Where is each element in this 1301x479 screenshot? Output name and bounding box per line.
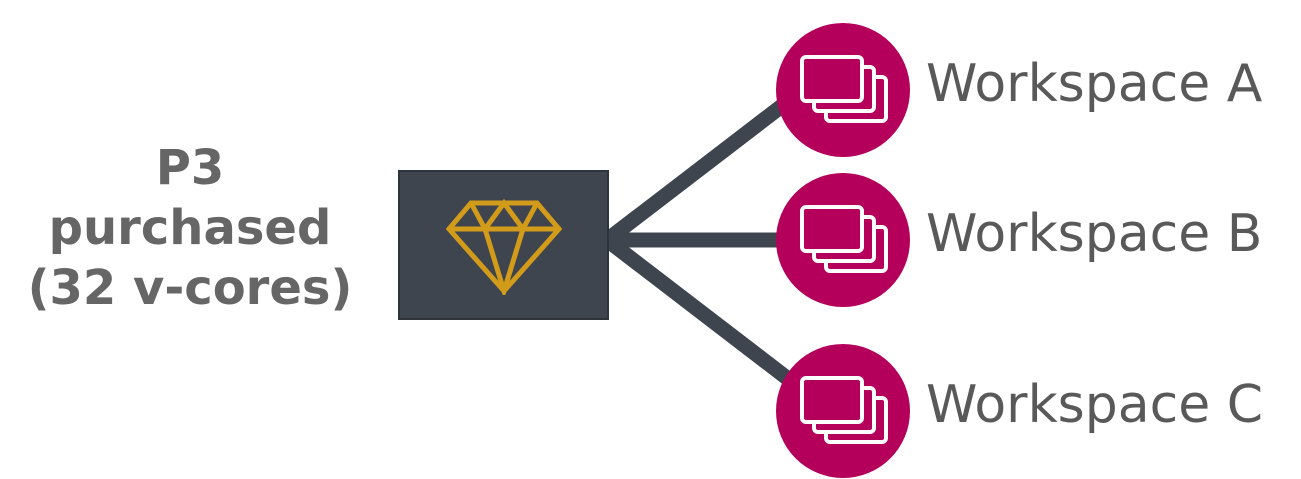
- connector-to-workspace-a: [602, 86, 805, 246]
- workspace-a: Workspace A: [776, 23, 1296, 157]
- workspace-b-label: Workspace B: [926, 204, 1263, 264]
- workspace-a-circle: [776, 23, 910, 157]
- workspace-c: Workspace C: [776, 344, 1296, 478]
- capacity-label-line2: purchased: [48, 200, 332, 256]
- workspace-a-label: Workspace A: [926, 54, 1263, 114]
- workspace-b-circle: [776, 173, 910, 307]
- capacity-label-line3: (32 v-cores): [27, 260, 353, 316]
- workspace-c-circle: [776, 344, 910, 478]
- diamond-icon: [445, 199, 563, 295]
- capacity-label: P3 purchased (32 v-cores): [0, 138, 380, 318]
- workspace-c-label: Workspace C: [926, 375, 1264, 435]
- capacity-label-line1: P3: [155, 140, 225, 196]
- workspace-stack-icon: [800, 376, 888, 444]
- workspace-stack-icon: [800, 205, 888, 273]
- workspace-stack-icon: [800, 55, 888, 123]
- workspace-b: Workspace B: [776, 173, 1296, 307]
- connector-to-workspace-c: [602, 234, 805, 394]
- capacity-node: [398, 170, 609, 320]
